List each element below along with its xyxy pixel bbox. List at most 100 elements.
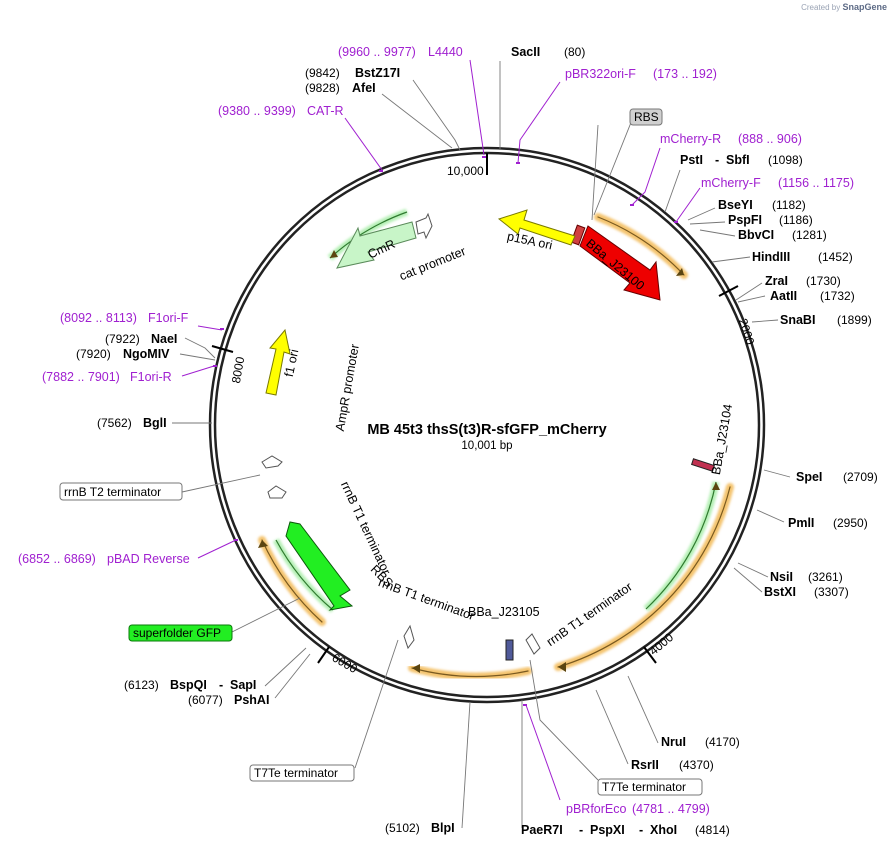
snapgene-credit: Created by SnapGene xyxy=(801,2,887,12)
f1-ori-feature[interactable] xyxy=(265,328,291,396)
map-length: 10,001 bp xyxy=(461,440,512,452)
f1-ori-label: f1 ori xyxy=(282,348,301,378)
enzyme-paer7i-pos: (4814) xyxy=(695,823,730,837)
enzyme-rsrii[interactable]: RsrII xyxy=(631,758,659,772)
primer-pbr322ori-f-range: (173 .. 192) xyxy=(653,67,717,81)
ampr-promoter-label: AmpR promoter xyxy=(333,343,362,432)
enzyme-bstz17i-pos: (9842) xyxy=(305,66,340,80)
primer-f1ori-f[interactable]: F1ori-F xyxy=(148,311,189,325)
enzyme-pmli[interactable]: PmlI xyxy=(788,516,814,530)
enzyme-psti-pos: (1098) xyxy=(768,153,803,167)
superfolder-gfp-feature[interactable] xyxy=(285,521,354,611)
enzyme-blpi-pos: (5102) xyxy=(385,821,420,835)
tick-label-8000: 8000 xyxy=(229,355,247,384)
enzyme-spei-pos: (2709) xyxy=(843,470,878,484)
enzyme-bseyi[interactable]: BseYI xyxy=(718,198,753,212)
orf-bands xyxy=(258,213,734,681)
rbs-top-feature xyxy=(570,224,586,246)
primer-mcherry-f[interactable]: mCherry-F xyxy=(701,176,761,190)
primer-l4440-range: (9960 .. 9977) xyxy=(338,45,416,59)
bba-j23105-feature[interactable] xyxy=(505,639,514,661)
cat-promoter-label: cat promoter xyxy=(397,244,467,283)
superfolder-gfp-box[interactable]: superfolder GFP xyxy=(128,624,233,642)
enzyme-paer7i-sep1: - xyxy=(579,823,583,837)
enzyme-zrai-pos: (1730) xyxy=(806,274,841,288)
bba-j23105-label: BBa_J23105 xyxy=(468,605,540,619)
enzyme-afei[interactable]: AfeI xyxy=(352,81,376,95)
t7te-terminator-box-a[interactable]: T7Te terminator xyxy=(249,764,355,782)
rrnb-t1-terminator-a-feature[interactable] xyxy=(267,485,287,499)
enzyme-ngomiv[interactable]: NgoMIV xyxy=(123,347,170,361)
enzyme-bstz17i[interactable]: BstZ17I xyxy=(355,66,400,80)
primer-f1ori-r-range: (7882 .. 7901) xyxy=(42,370,120,384)
enzyme-rsrii-pos: (4370) xyxy=(679,758,714,772)
band-arrowheads xyxy=(258,250,720,673)
enzyme-bspqi-sep: - xyxy=(219,678,223,692)
primer-pbrforeco-range: (4781 .. 4799) xyxy=(632,802,710,816)
enzyme-sapi[interactable]: SapI xyxy=(230,678,256,692)
bba-j23104-feature[interactable] xyxy=(690,458,716,472)
map-title: MB 45t3 thsS(t3)R-sfGFP_mCherry xyxy=(367,422,606,438)
p15a-ori-feature[interactable] xyxy=(497,209,576,246)
enzyme-hindiii-pos: (1452) xyxy=(818,250,853,264)
backbone-outer xyxy=(208,146,766,704)
enzyme-bbvci[interactable]: BbvCI xyxy=(738,228,774,242)
enzyme-nsii[interactable]: NsiI xyxy=(770,570,793,584)
primer-f1ori-f-range: (8092 .. 8113) xyxy=(60,311,137,325)
primer-mcherry-r[interactable]: mCherry-R xyxy=(660,132,721,146)
primer-l4440[interactable]: L4440 xyxy=(428,45,463,59)
enzyme-aatii[interactable]: AatII xyxy=(770,289,797,303)
enzyme-bgli[interactable]: BglI xyxy=(143,416,167,430)
mcherry-feature[interactable] xyxy=(579,225,661,301)
enzyme-pshai[interactable]: PshAI xyxy=(234,693,269,707)
enzyme-hindiii[interactable]: HindIII xyxy=(752,250,790,264)
cat-promoter-feature[interactable] xyxy=(415,212,433,240)
enzyme-pmli-pos: (2950) xyxy=(833,516,868,530)
rrnb-t1-terminator-a-label: rrnB T1 terminator xyxy=(338,479,393,577)
primer-f1ori-r[interactable]: F1ori-R xyxy=(130,370,172,384)
primer-leaders xyxy=(181,59,701,801)
enzyme-psti-sep: - xyxy=(715,153,719,167)
enzyme-pspfi-pos: (1186) xyxy=(779,213,813,227)
enzyme-spei[interactable]: SpeI xyxy=(796,470,822,484)
rbs-top-box[interactable]: RBS xyxy=(629,108,663,126)
enzyme-blpi[interactable]: BlpI xyxy=(431,821,455,835)
tick-label-10000: 10,000 xyxy=(447,164,484,178)
t7te-terminator-box-b[interactable]: T7Te terminator xyxy=(597,778,703,796)
enzyme-bseyi-pos: (1182) xyxy=(772,198,806,212)
enzyme-bstxi[interactable]: BstXI xyxy=(764,585,796,599)
enzyme-bgli-pos: (7562) xyxy=(97,416,132,430)
rrnb-t1-terminator-c-feature[interactable] xyxy=(525,633,541,655)
t7te-terminator-glyph[interactable] xyxy=(403,624,415,650)
enzyme-bbvci-pos: (1281) xyxy=(792,228,827,242)
enzyme-pspxi[interactable]: PspXI xyxy=(590,823,625,837)
enzyme-bspqi[interactable]: BspQI xyxy=(170,678,207,692)
enzyme-sbfi[interactable]: SbfI xyxy=(726,153,750,167)
enzyme-nsii-pos: (3261) xyxy=(808,570,843,584)
enzyme-xhoi[interactable]: XhoI xyxy=(650,823,677,837)
rrnb-t2-terminator-feature[interactable] xyxy=(261,455,283,469)
primer-mcherry-f-range: (1156 .. 1175) xyxy=(778,176,854,190)
enzyme-nrui[interactable]: NruI xyxy=(661,735,686,749)
enzyme-zrai[interactable]: ZraI xyxy=(765,274,788,288)
enzyme-snabi[interactable]: SnaBI xyxy=(780,313,815,327)
primer-marks xyxy=(213,156,678,706)
rrnb-t1-terminator-b-label: rrnB T1 terminator xyxy=(376,575,476,623)
primer-pbrforeco[interactable]: pBRforEco xyxy=(566,802,626,816)
rbs-top-label: RBS xyxy=(634,110,659,124)
cmr-feature[interactable] xyxy=(336,221,417,269)
enzyme-sacii[interactable]: SacII xyxy=(511,45,540,59)
primer-cat-r[interactable]: CAT-R xyxy=(307,104,344,118)
primer-pbr322ori-f[interactable]: pBR322ori-F xyxy=(565,67,636,81)
enzyme-ngomiv-pos: (7920) xyxy=(76,347,111,361)
enzyme-naei[interactable]: NaeI xyxy=(151,332,177,346)
tick-label-2000: 2000 xyxy=(736,317,758,347)
enzyme-paer7i-sep2: - xyxy=(639,823,643,837)
enzyme-paer7i[interactable]: PaeR7I xyxy=(521,823,563,837)
enzyme-sacii-pos: (80) xyxy=(564,45,585,59)
enzyme-pspfi[interactable]: PspFI xyxy=(728,213,762,227)
primer-pbad-reverse[interactable]: pBAD Reverse xyxy=(107,552,190,566)
enzyme-psti[interactable]: PstI xyxy=(680,153,703,167)
rrnb-t2-terminator-box[interactable]: rrnB T2 terminator xyxy=(59,482,183,501)
enzyme-afei-pos: (9828) xyxy=(305,81,340,95)
